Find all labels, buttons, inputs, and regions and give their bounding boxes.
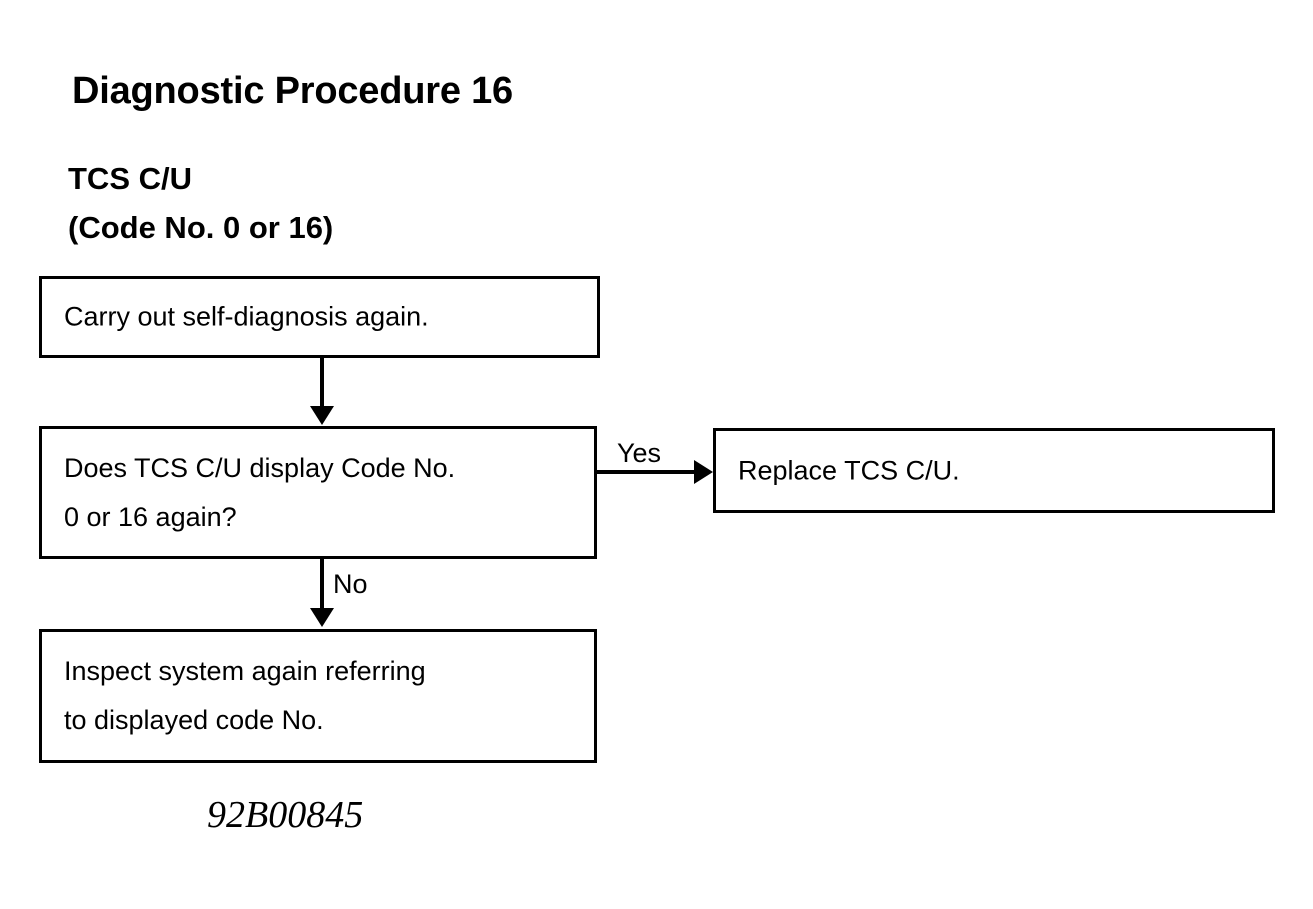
flow-box-decision-text: Does TCS C/U display Code No. 0 or 16 ag…	[64, 443, 586, 541]
page-title: Diagnostic Procedure 16	[72, 70, 513, 112]
connector-decision-to-inspect-arrowhead	[310, 608, 334, 627]
subtitle-line-1: TCS C/U	[68, 161, 192, 196]
flow-box-replace-cu: Replace TCS C/U.	[713, 428, 1275, 513]
flow-box-decision-line-1: Does TCS C/U display Code No.	[64, 452, 456, 483]
flow-box-replace-cu-text: Replace TCS C/U.	[738, 446, 1264, 495]
flow-box-inspect-system-line-1: Inspect system again referring	[64, 655, 426, 686]
connector-decision-to-inspect-line	[320, 558, 324, 611]
connector-self-diagnosis-to-decision-line	[320, 357, 324, 409]
flow-box-self-diagnosis-line-1: Carry out self-diagnosis again.	[64, 301, 429, 332]
connector-self-diagnosis-to-decision-arrowhead	[310, 406, 334, 425]
figure-caption: 92B00845	[207, 794, 364, 836]
flow-box-inspect-system: Inspect system again referring to displa…	[39, 629, 597, 763]
flow-box-self-diagnosis-text: Carry out self-diagnosis again.	[64, 292, 589, 341]
branch-label-yes: Yes	[617, 438, 662, 468]
section-subtitle: TCS C/U (Code No. 0 or 16)	[68, 155, 333, 253]
connector-decision-to-replace-arrowhead	[694, 460, 713, 484]
connector-decision-to-replace-line	[597, 470, 697, 474]
flow-box-decision: Does TCS C/U display Code No. 0 or 16 ag…	[39, 426, 597, 559]
flow-box-decision-line-2: 0 or 16 again?	[64, 501, 237, 532]
flow-box-inspect-system-line-2: to displayed code No.	[64, 705, 324, 735]
flow-box-self-diagnosis: Carry out self-diagnosis again.	[39, 276, 600, 358]
flow-box-inspect-system-text: Inspect system again referring to displa…	[64, 647, 586, 745]
flow-box-replace-cu-line-1: Replace TCS C/U.	[738, 454, 960, 485]
subtitle-line-2: (Code No. 0 or 16)	[68, 209, 334, 245]
branch-label-no: No	[333, 569, 368, 599]
